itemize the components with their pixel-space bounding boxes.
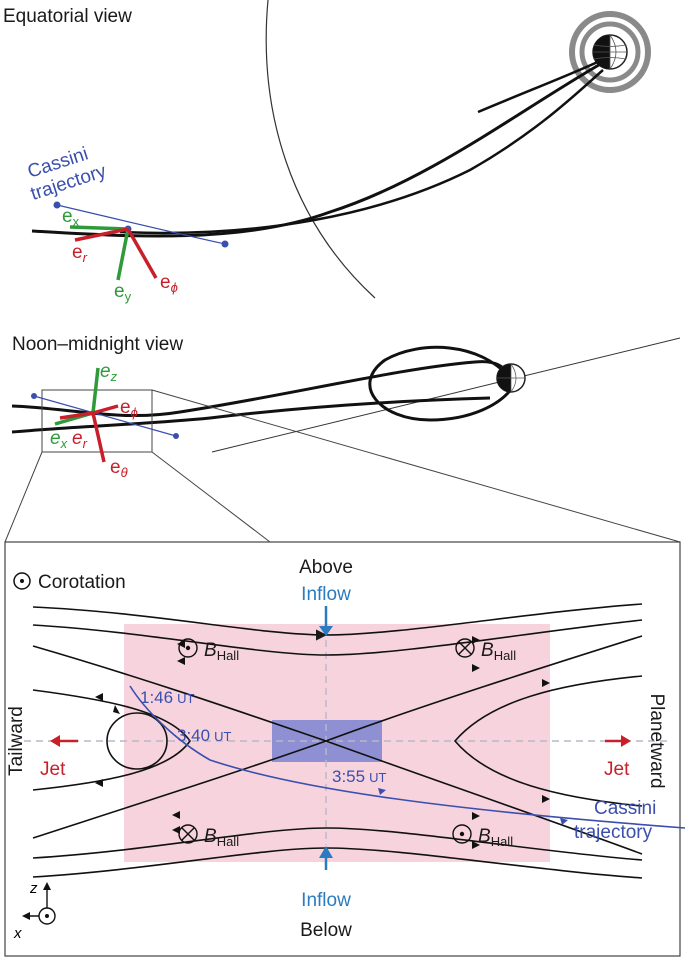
jet-right-label: Jet (604, 759, 630, 780)
bhall-bottom-left: BHall (178, 824, 239, 849)
e-r-vector (74, 227, 129, 242)
jet-left-label: Jet (40, 759, 66, 780)
noon-e-z-label: ez (100, 361, 118, 384)
field-line-right-hairpin (453, 675, 643, 807)
bhall-top-left: BHall (178, 638, 239, 663)
svg-text:BHall: BHall (481, 640, 516, 663)
field-line-top-2 (32, 619, 643, 656)
field-line-left-hairpin (32, 689, 191, 791)
traj-noon-start (31, 393, 37, 399)
field-line-bottom-2 (32, 827, 643, 861)
noon-e-phi-vector (92, 404, 119, 415)
axes-glyph: z x (13, 880, 56, 942)
field-line-outer (31, 60, 605, 238)
field-line-noon-upper (11, 360, 512, 418)
e-phi-vector (126, 228, 158, 279)
noon-e-theta-vector (91, 412, 106, 463)
cassini-trajectory-equatorial (56, 204, 226, 245)
above-label: Above (299, 557, 353, 578)
cassini-zoom-label-2: trajectory (574, 822, 653, 843)
equatorial-view: Equatorial view Cassini trajectory (3, 0, 651, 304)
plasmoid-loop (106, 712, 168, 770)
equator-line (211, 337, 681, 453)
cassini-label-equatorial: Cassini trajectory (25, 144, 109, 205)
noon-e-r-vector (59, 411, 94, 420)
zoom-line-right (151, 389, 681, 543)
field-loop (368, 345, 514, 422)
zoom-line-mid (151, 451, 271, 543)
field-line-inner (119, 69, 604, 235)
equatorial-view-title: Equatorial view (3, 6, 132, 27)
e-r-label: er (72, 242, 88, 265)
e-y-vector (116, 228, 130, 281)
e-y-label: ey (114, 281, 132, 304)
noon-e-z-vector (91, 367, 100, 414)
inflow-bottom-label: Inflow (301, 890, 351, 911)
e-x-vector (69, 225, 129, 231)
trajectory-end-dot (221, 240, 229, 248)
svg-text:x: x (13, 925, 22, 942)
e-x-label: ex (62, 206, 80, 229)
field-line-tail (477, 58, 603, 114)
zoom-line-left (4, 451, 43, 543)
field-line-noon-lower (11, 396, 491, 434)
corotation-symbol (13, 572, 31, 590)
traj-arrow-2 (560, 818, 568, 825)
noon-e-phi-label: eϕ (120, 397, 138, 420)
svg-text:z: z (29, 880, 38, 897)
inflow-top-label: Inflow (301, 584, 351, 605)
field-direction-arrows (95, 636, 550, 849)
bhall-top-right: BHall (455, 638, 516, 663)
trajectory-start-dot (53, 201, 61, 209)
noon-e-x-label: ex (50, 428, 68, 451)
tailward-label: Tailward (6, 706, 27, 776)
svg-text:BHall: BHall (478, 826, 513, 849)
svg-text:BHall: BHall (204, 826, 239, 849)
reconnection-panel: Corotation Above Inflow Inflow Below Tai… (4, 541, 685, 957)
noon-e-r-label: er (72, 428, 88, 451)
bhall-bottom-right: BHall (452, 824, 513, 849)
cassini-trajectory-noon (33, 395, 177, 437)
saturn-noon (496, 363, 526, 393)
noon-midnight-view: Noon–midnight view ez eϕ (4, 334, 681, 543)
saturn-equatorial (569, 11, 651, 93)
svg-text:BHall: BHall (204, 640, 239, 663)
separatrix-2 (32, 635, 643, 839)
below-label: Below (300, 920, 352, 941)
noon-midnight-view-title: Noon–midnight view (12, 334, 183, 355)
cassini-trajectory-zoom (129, 685, 685, 829)
e-phi-label: eϕ (160, 272, 178, 295)
noon-e-theta-label: eθ (110, 457, 128, 480)
planetward-label: Planetward (646, 693, 667, 788)
traj-noon-end (173, 433, 179, 439)
cassini-zoom-label-1: Cassini (594, 798, 656, 819)
corotation-label: Corotation (38, 572, 126, 593)
orbit-arc (265, 0, 376, 299)
traj-arrow-1 (378, 788, 386, 795)
